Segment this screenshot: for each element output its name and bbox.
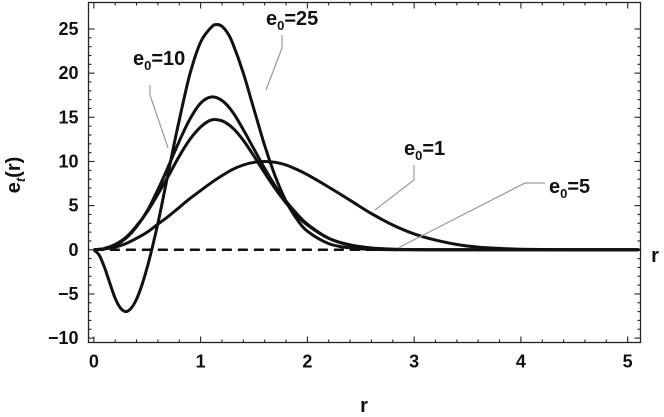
- y-tick-label: 5: [68, 196, 78, 216]
- annotation-leader-line: [149, 85, 169, 149]
- x-tick-label: 5: [623, 352, 633, 372]
- annotation-e0-25: e0=25: [266, 8, 318, 33]
- series-line-e0-25: [92, 23, 639, 314]
- series-lines: [92, 23, 639, 314]
- y-tick-label: 0: [68, 240, 78, 260]
- y-tick-label: 15: [58, 107, 78, 127]
- series-line-e0-10: [93, 95, 639, 252]
- x-axis-label: r: [360, 395, 368, 417]
- x-tick-label: 3: [409, 352, 419, 372]
- annotation-leaders: [149, 35, 545, 249]
- plot-frame: [87, 1, 642, 344]
- annotation-e0-10: e0=10: [133, 48, 185, 73]
- x-tick-label: 2: [302, 352, 312, 372]
- y-axis-label: et(r): [3, 157, 28, 194]
- x-tick-label: 1: [196, 352, 206, 372]
- annotation-leader-line: [397, 182, 545, 249]
- y-tick-label: 25: [58, 19, 78, 39]
- series-line-e0-1: [93, 160, 639, 252]
- y-tick-label: −10: [48, 328, 79, 348]
- y-ticks: −10 −5 0 5 10 15 20 25: [48, 19, 641, 348]
- x-tick-label: 4: [516, 352, 526, 372]
- annotation-leader-line: [265, 35, 283, 91]
- annotation-leader-line: [374, 165, 415, 211]
- y-tick-label: 10: [58, 151, 78, 171]
- x-ticks: 0 1 2 3 4 5: [89, 2, 633, 372]
- annotation-e0-1: e0=1: [404, 138, 445, 163]
- annotation-e0-5: e0=5: [549, 176, 590, 201]
- x-tick-label: 0: [89, 352, 99, 372]
- y-tick-label: 20: [58, 63, 78, 83]
- y-tick-label: −5: [58, 284, 79, 304]
- x-axis-end-label: r: [651, 245, 659, 267]
